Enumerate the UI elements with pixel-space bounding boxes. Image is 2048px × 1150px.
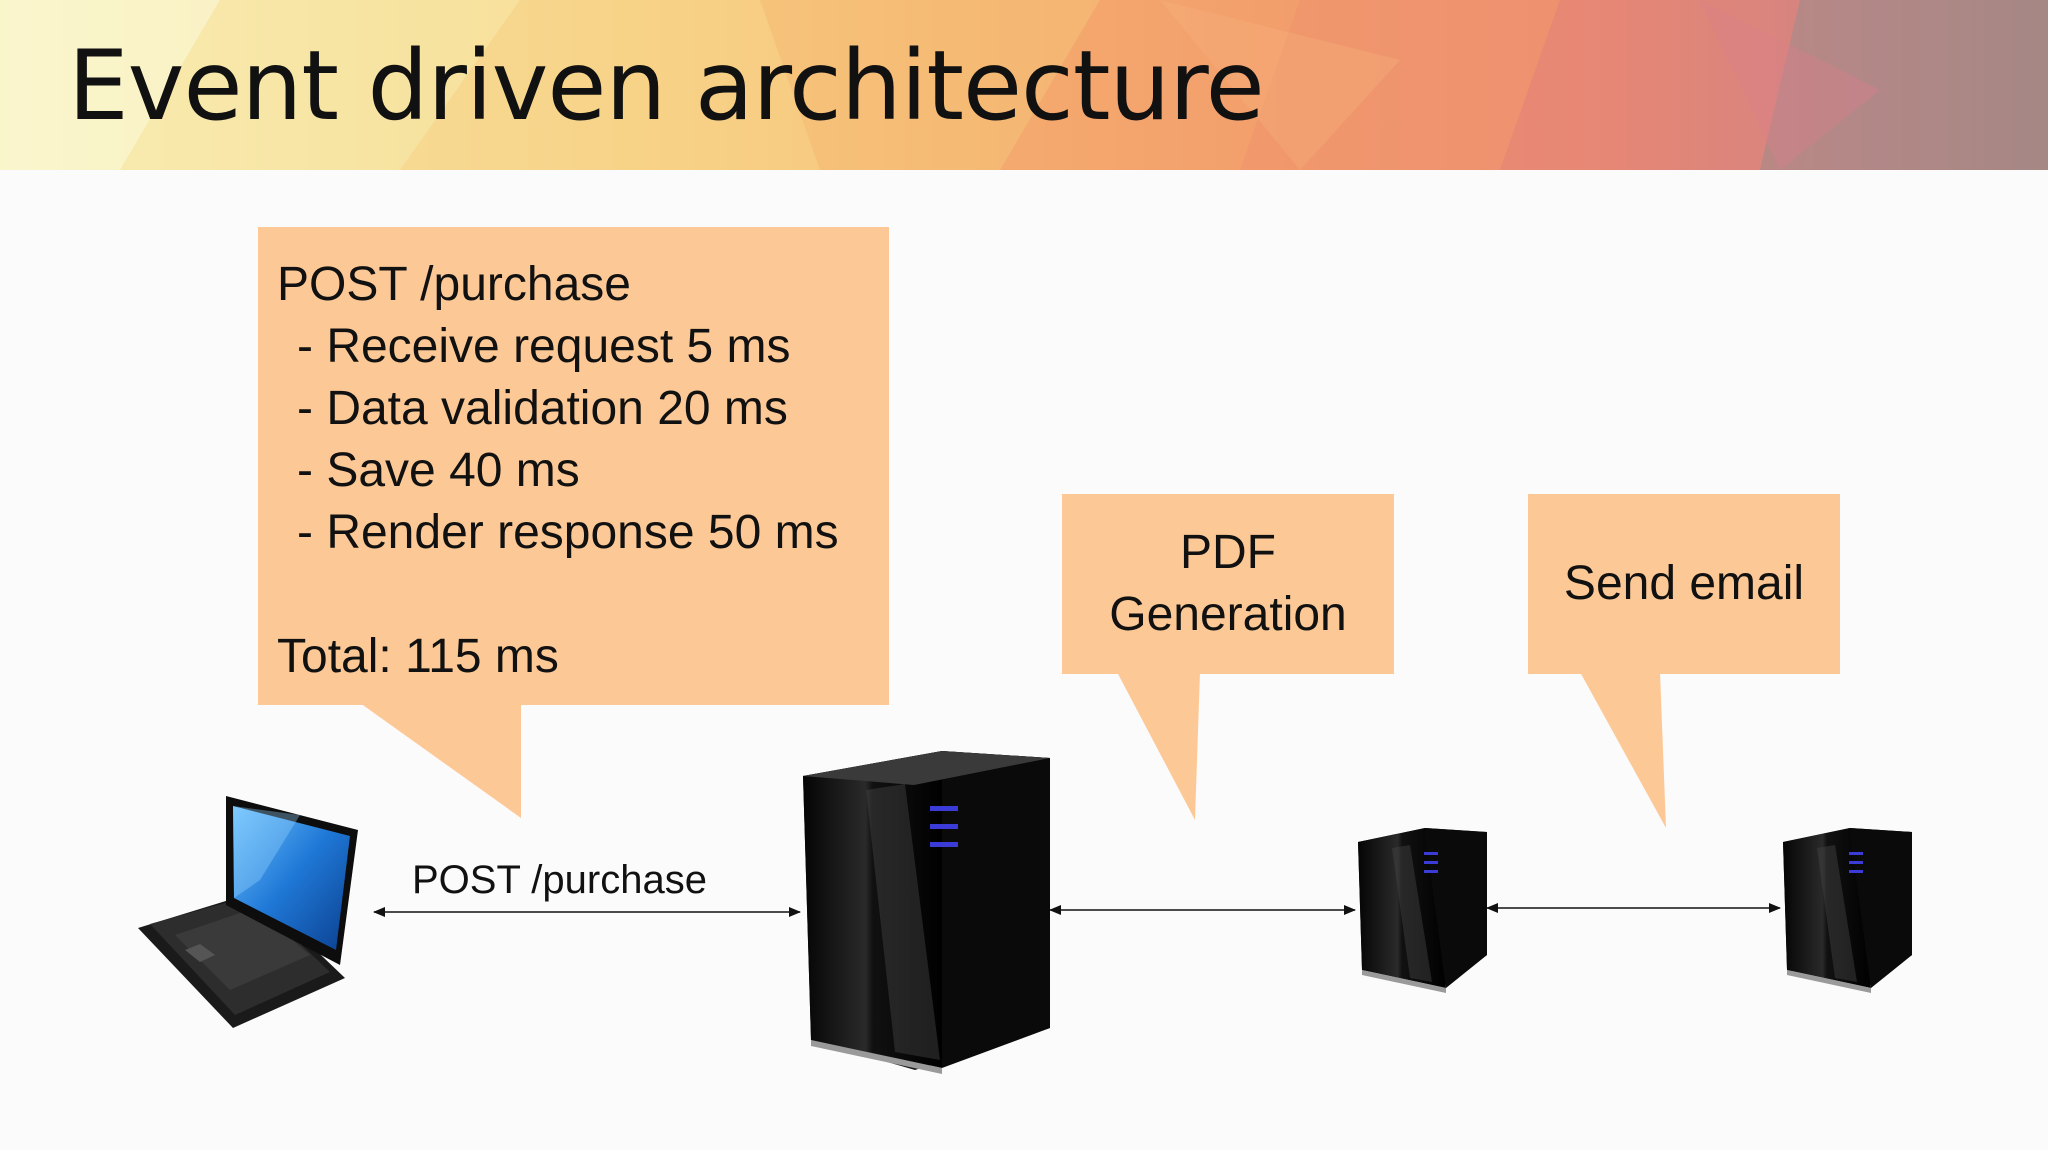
purchase-timing-callout: POST /purchase - Receive request 5 ms - …: [258, 227, 889, 705]
server-icon: [1783, 828, 1912, 993]
laptop-icon: [138, 796, 358, 1028]
send-email-callout: Send email: [1528, 494, 1840, 674]
email-bubble-tail: [1580, 672, 1666, 828]
step-render-response: - Render response 50 ms: [297, 506, 839, 559]
step-receive-request: - Receive request 5 ms: [297, 320, 791, 373]
pdf-bubble-tail: [1117, 672, 1200, 820]
step-save: - Save 40 ms: [297, 444, 580, 497]
client-request-label: POST /purchase: [412, 858, 707, 902]
server-icon: [803, 751, 1050, 1074]
header-banner: Event driven architecture: [0, 0, 2048, 170]
pdf-callout-line1: PDF: [1180, 526, 1276, 579]
page-title: Event driven architecture: [68, 30, 1265, 142]
step-data-validation: - Data validation 20 ms: [297, 382, 788, 435]
banner-background: [0, 0, 2048, 170]
pdf-generation-callout: PDF Generation: [1062, 494, 1394, 674]
total-time: Total: 115 ms: [277, 630, 559, 683]
callout-heading: POST /purchase: [277, 258, 631, 311]
server-icon: [1358, 828, 1487, 993]
main-bubble-tail: [360, 703, 521, 818]
email-callout-text: Send email: [1563, 557, 1805, 610]
pdf-callout-line2: Generation: [1109, 588, 1347, 641]
